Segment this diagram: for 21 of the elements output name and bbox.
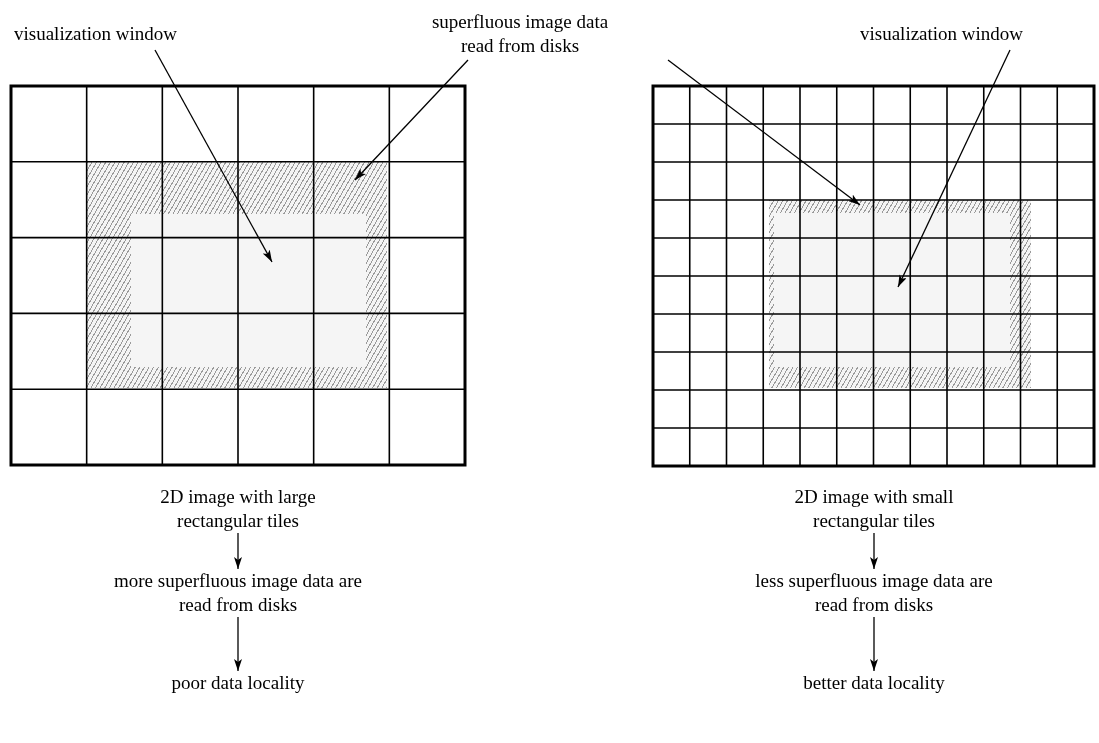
node-label: visualization window bbox=[860, 22, 1096, 50]
node-label: more superfluous image data are read from disks bbox=[113, 569, 363, 617]
arrow bbox=[234, 616, 242, 672]
node-label: less superfluous image data are read from disks bbox=[749, 569, 999, 617]
arrow bbox=[234, 532, 242, 570]
leader-line bbox=[354, 59, 469, 181]
leader-line bbox=[897, 49, 1011, 288]
leader-line bbox=[154, 49, 273, 263]
hatched-read-area bbox=[86, 162, 387, 388]
node-label: 2D image with small rectangular tiles bbox=[764, 485, 984, 533]
node-label: 2D image with large rectangular tiles bbox=[128, 485, 348, 533]
node-label: poor data locality bbox=[108, 671, 368, 697]
window-area bbox=[131, 214, 366, 367]
arrow bbox=[870, 616, 878, 672]
node-label: better data locality bbox=[744, 671, 1004, 697]
node-label: visualization window bbox=[14, 22, 250, 50]
arrow bbox=[870, 532, 878, 570]
node-label: superfluous image data read from disks bbox=[420, 10, 620, 60]
hatched-read-area bbox=[769, 200, 1031, 388]
leader-line bbox=[667, 59, 861, 206]
window-area bbox=[774, 213, 1010, 367]
